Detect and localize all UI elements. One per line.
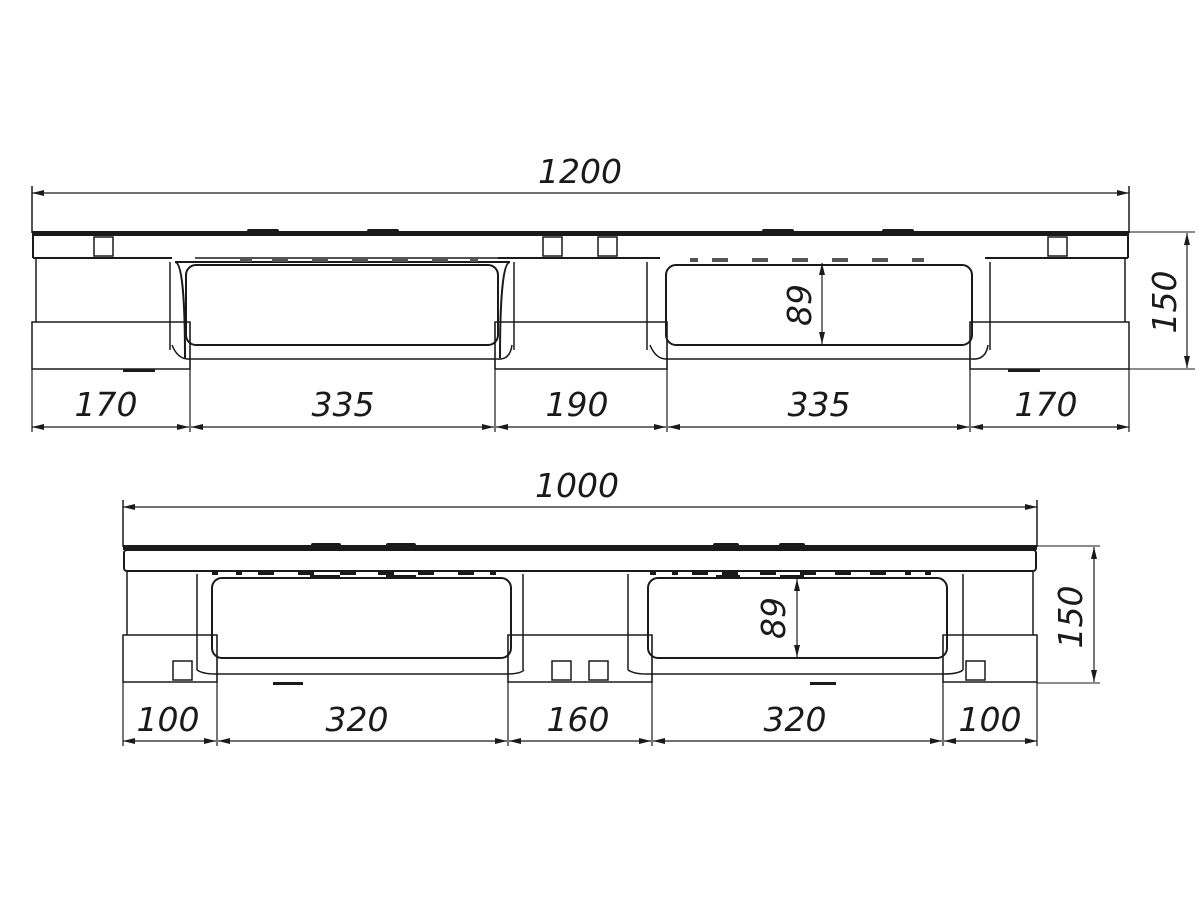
segment-label: 335 — [312, 385, 375, 424]
overall-length-dimension: 1000 — [122, 466, 1038, 547]
top-deck — [123, 543, 1037, 572]
height-label: 150 — [1051, 586, 1090, 649]
segment-label: 320 — [764, 700, 827, 739]
height-dimension: 150 — [1037, 545, 1100, 684]
segment-label: 320 — [326, 700, 389, 739]
segment-label: 100 — [137, 700, 200, 739]
height-dimension: 150 — [1129, 231, 1195, 370]
segment-label: 170 — [75, 385, 138, 424]
segment-label: 170 — [1015, 385, 1078, 424]
segment-dimensions: 100 320 160 320 100 — [122, 635, 1038, 746]
overall-length-label: 1000 — [535, 466, 619, 505]
opening-height-dimension: 89 — [754, 579, 800, 657]
fork-openings — [196, 571, 964, 685]
overall-length-dimension: 1200 — [31, 152, 1130, 233]
top-deck — [32, 229, 1129, 259]
segment-label: 160 — [547, 700, 610, 739]
long-side-view: 1200 — [31, 152, 1195, 432]
opening-height-label: 89 — [754, 597, 793, 639]
height-label: 150 — [1145, 271, 1184, 334]
segment-label: 335 — [788, 385, 851, 424]
segment-label: 100 — [959, 700, 1022, 739]
opening-height-label: 89 — [780, 284, 819, 326]
fork-openings — [123, 258, 1040, 372]
blocks — [122, 571, 1038, 683]
blocks — [31, 258, 1130, 370]
segment-dimensions: 170 335 190 335 170 — [31, 322, 1130, 432]
opening-height-dimension: 89 — [780, 263, 825, 344]
overall-length-label: 1200 — [538, 152, 622, 191]
short-side-view: 1000 — [122, 466, 1100, 746]
segment-label: 190 — [546, 385, 609, 424]
